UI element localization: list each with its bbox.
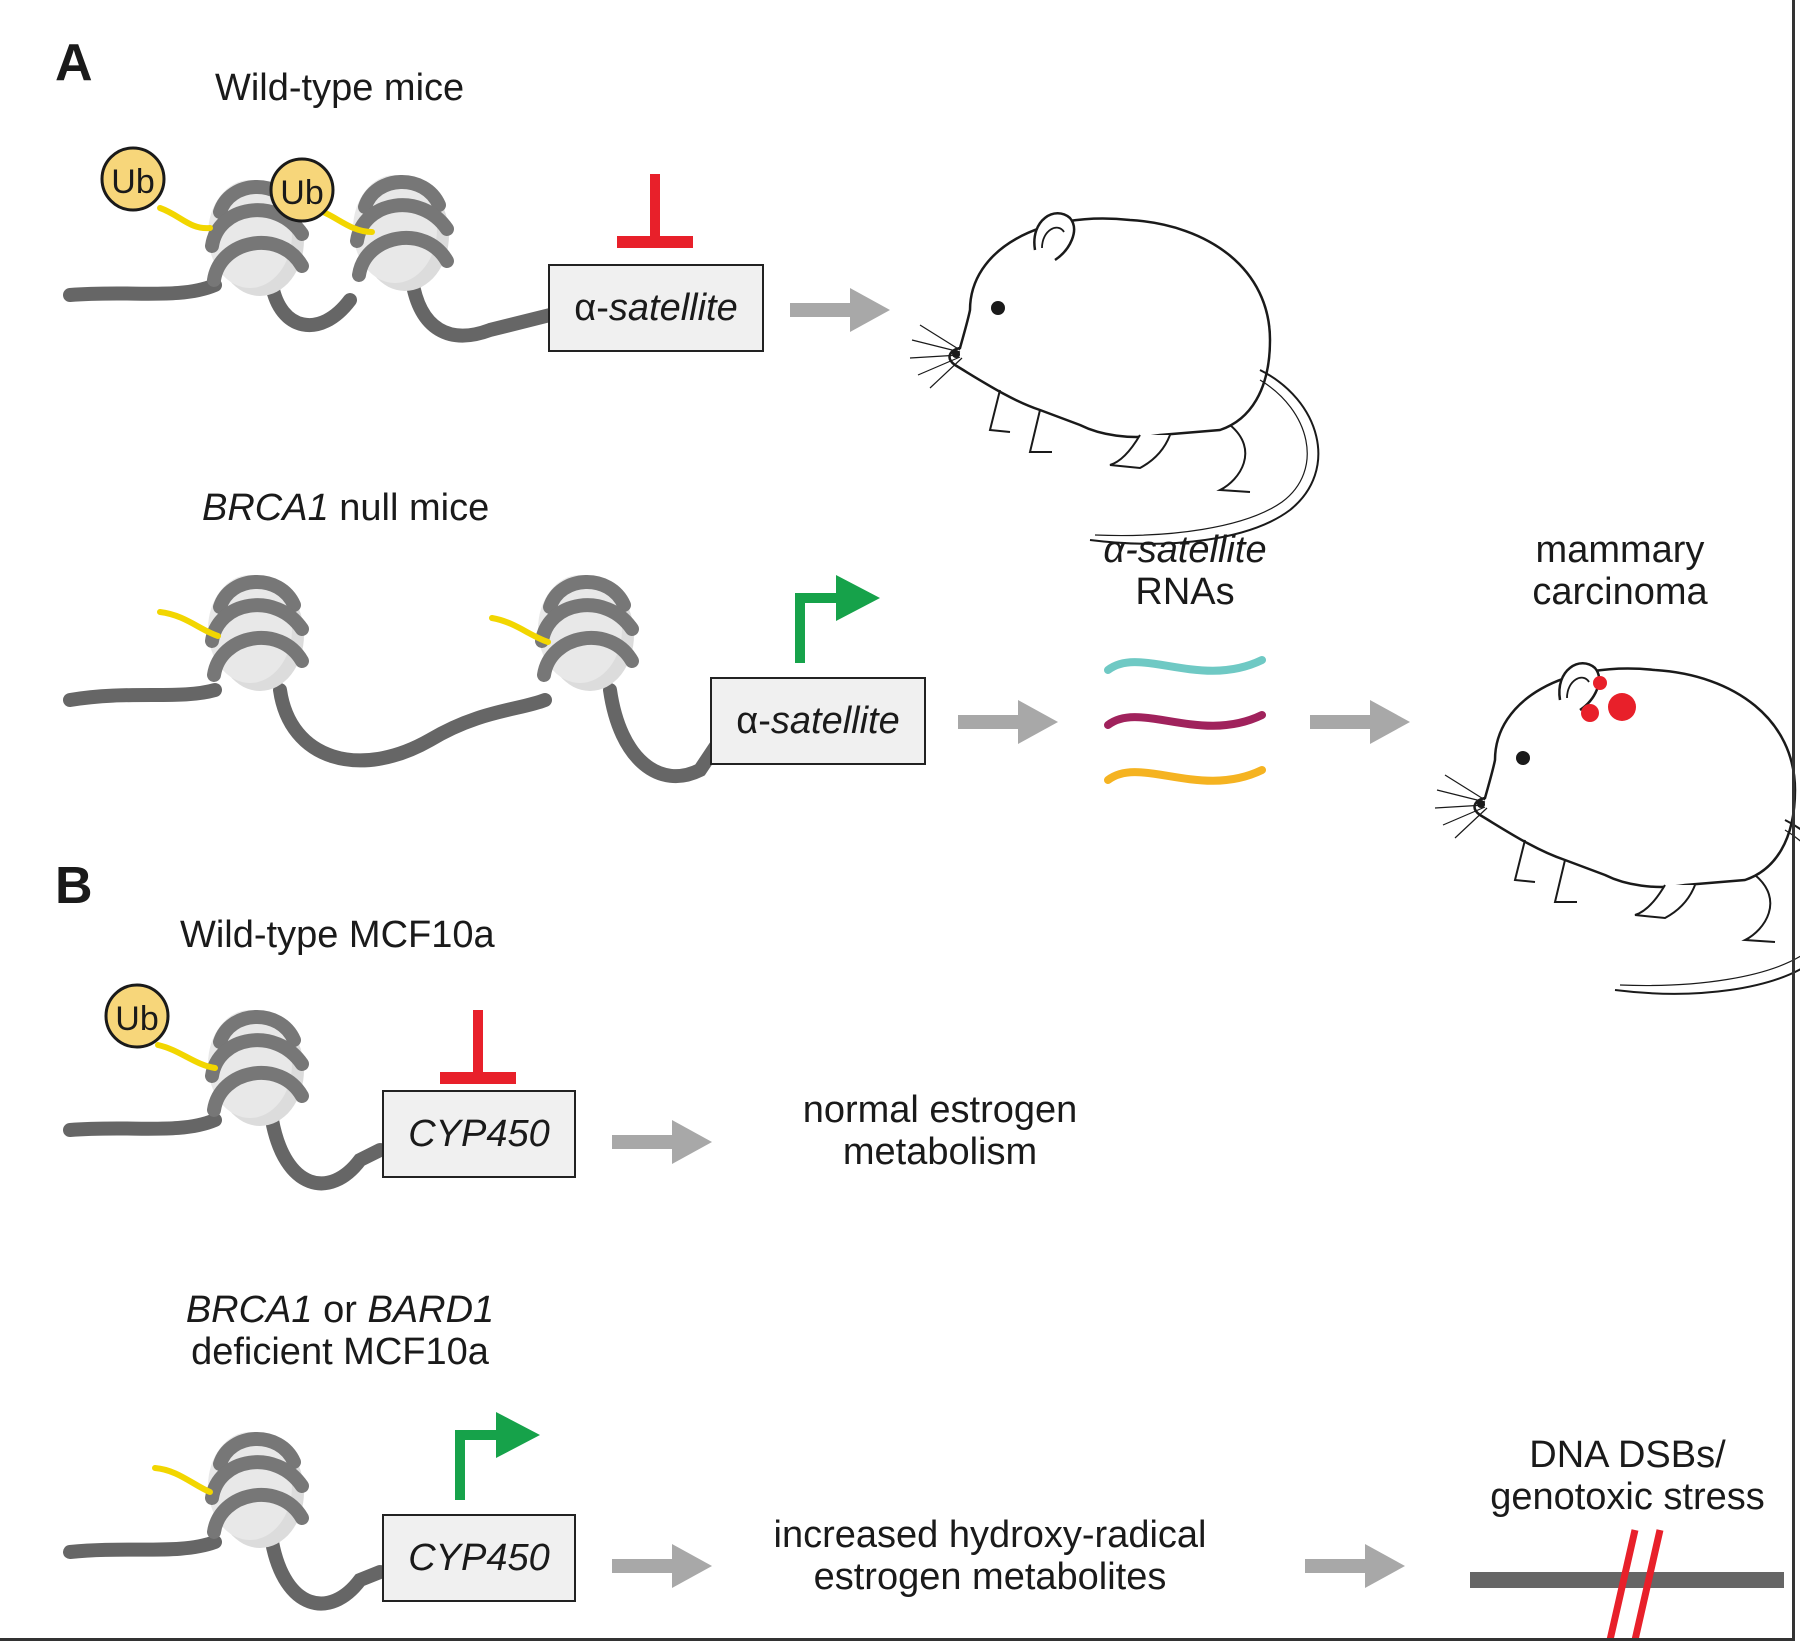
dsb-label: DNA DSBs/ genotoxic stress (1460, 1434, 1795, 1519)
b-ko-outcome: increased hydroxy-radical estrogen metab… (720, 1514, 1260, 1599)
b-ko-gene-name: CYP450 (408, 1536, 550, 1579)
a-ko-gene-name: satellite (770, 699, 900, 742)
b-ko-dna (63, 1535, 387, 1611)
panel-a-label: A (55, 34, 93, 92)
a-ko-title-gene: BRCA1 (202, 487, 329, 529)
a-wt-ub-circle-2 (269, 157, 335, 223)
a-wt-ub-label-2: Ub (280, 174, 324, 212)
b-wt-ub-circle (104, 983, 170, 1049)
dsb-break-marks (1606, 1529, 1664, 1641)
a-ko-gene-box: α-satellite (710, 677, 926, 765)
a-ko-dna (63, 683, 727, 783)
a-ko-title-rest: null mice (328, 487, 490, 529)
dsb-line-2: genotoxic stress (1490, 1475, 1765, 1518)
a-wt-gene-prefix: α- (574, 286, 609, 329)
b-ko-gene-box: CYP450 (382, 1514, 576, 1602)
b-wt-ub-label: Ub (115, 1000, 159, 1038)
b-ko-gene-2: BARD1 (367, 1289, 495, 1331)
b-wt-gene-box: CYP450 (382, 1090, 576, 1178)
rna-label-rest: RNAs (1135, 570, 1235, 613)
a-wt-title: Wild-type mice (215, 67, 465, 109)
a-ko-ub-tail-2 (489, 615, 551, 645)
b-wt-gene-name: CYP450 (408, 1112, 550, 1155)
b-wt-title: Wild-type MCF10a (180, 914, 495, 956)
b-ko-ub-tail (152, 1465, 213, 1495)
b-wt-outcome-line-2: metabolism (842, 1130, 1038, 1173)
a-wt-gene-box: α-satellite (548, 264, 764, 352)
b-ko-title: BRCA1 or BARD1 deficient MCF10a (140, 1289, 540, 1374)
a-wt-gene-name: satellite (608, 286, 738, 329)
b-ko-gene-1: BRCA1 (185, 1289, 313, 1331)
a-wt-ub-circle-1 (100, 146, 166, 212)
b-ko-or: or (312, 1289, 368, 1331)
tumor-spots (1581, 676, 1636, 722)
rna-strand-1 (1104, 656, 1266, 675)
b-ko-outcome-line-2: estrogen metabolites (813, 1555, 1167, 1598)
b-ko-outcome-line-1: increased hydroxy-radical (773, 1514, 1207, 1556)
rna-strand-3 (1104, 766, 1266, 785)
a-wt-dna (63, 273, 557, 343)
b-wt-dna (63, 1113, 387, 1191)
outcome-line-1: mammary (1535, 529, 1705, 571)
outcome-label: mammary carcinoma (1500, 529, 1740, 614)
b-ko-title-line-2: deficient MCF10a (191, 1330, 489, 1373)
a-wt-ub-label-1: Ub (111, 163, 155, 201)
b-wt-ub-tail (155, 1042, 218, 1071)
a-wt-ub-tail-1 (157, 205, 213, 232)
outcome-line-2: carcinoma (1532, 570, 1708, 613)
b-wt-outcome-line-1: normal estrogen (802, 1089, 1078, 1131)
rna-strand-2 (1104, 711, 1266, 730)
b-wt-outcome: normal estrogen metabolism (690, 1089, 1190, 1174)
a-ko-gene-prefix: α- (736, 699, 771, 742)
rna-label-gene: α-satellite (1103, 529, 1267, 571)
a-ko-ub-tail-1 (157, 609, 221, 639)
a-ko-title: BRCA1 null mice (202, 487, 490, 530)
panel-b-label: B (55, 857, 93, 915)
dsb-line-1: DNA DSBs/ (1529, 1434, 1726, 1476)
rna-label: α-satellite RNAs (1085, 529, 1285, 614)
